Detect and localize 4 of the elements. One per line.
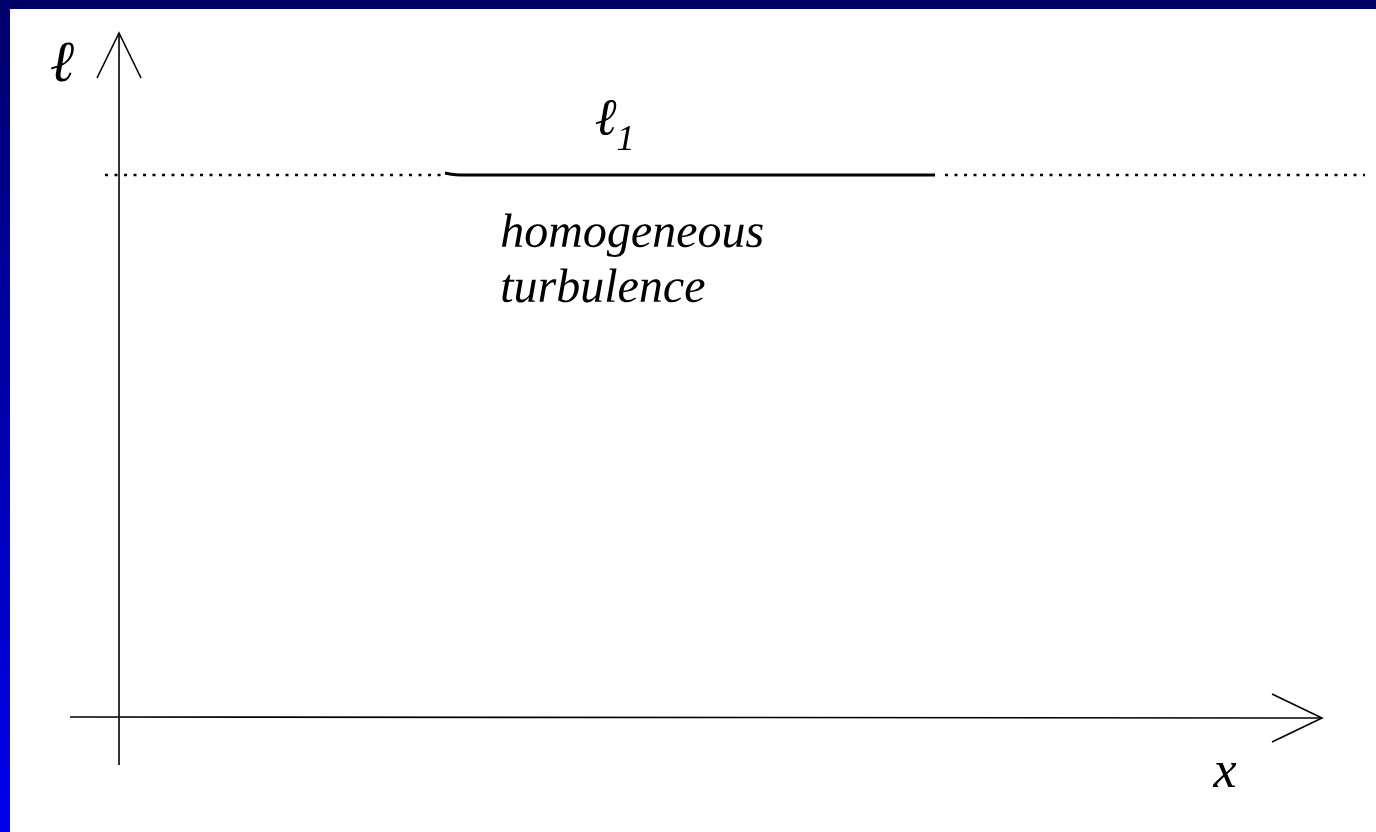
- axis-label: ℓ: [51, 42, 74, 82]
- region-label: homogeneous turbulence: [501, 213, 763, 303]
- axis-label: x: [1212, 763, 1237, 787]
- level-label: ℓ$_{1}$: [595, 99, 631, 151]
